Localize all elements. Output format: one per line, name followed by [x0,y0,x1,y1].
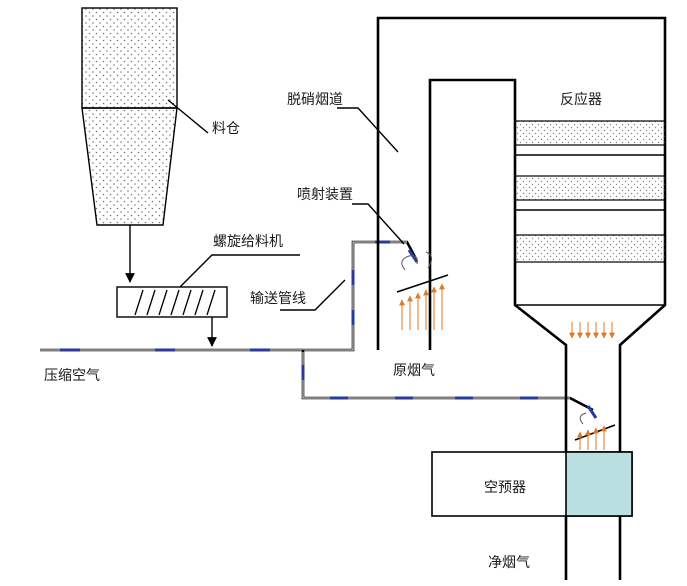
label-air-preheater: 空预器 [484,480,526,496]
label-injection-device: 喷射装置 [297,187,353,203]
conveying-pipe [40,240,417,352]
label-clean-flue-gas: 净烟气 [488,555,530,571]
air-preheater [431,451,633,517]
catalyst-layers [514,120,666,263]
label-denox-flue: 脱硝烟道 [287,92,343,108]
branch-pipe [301,350,594,412]
screw-feeder [116,286,228,318]
hopper [81,7,178,226]
label-compressed-air: 压缩空气 [44,368,100,384]
label-screw-feeder: 螺旋给料机 [213,234,283,250]
conveying-line-leader [280,279,346,311]
hopper-leader-line [167,99,209,134]
injection-device-preheater [574,405,616,450]
label-conveying-line: 输送管线 [250,291,306,307]
flue-leader-line [337,107,399,153]
injection-leader-line [352,203,405,245]
label-raw-flue-gas: 原烟气 [393,363,435,379]
feeder-leader-line [179,254,300,288]
label-reactor: 反应器 [560,91,602,108]
injection-device-flue [396,249,449,330]
reactor-flow-arrows [569,322,615,339]
label-hopper: 料仓 [212,121,240,137]
